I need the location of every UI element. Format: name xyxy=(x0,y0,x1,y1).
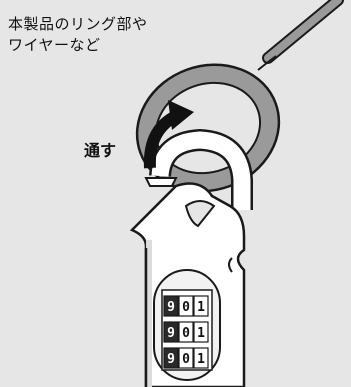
dial-digit: 0 xyxy=(182,300,190,315)
dial-digit: 0 xyxy=(182,352,190,367)
product-part-label: 本製品のリング部や ワイヤーなど xyxy=(8,14,148,56)
lock-shackle xyxy=(144,128,253,210)
product-ring xyxy=(135,55,281,193)
dial-digit: 9 xyxy=(167,352,175,367)
dial-cell xyxy=(178,295,194,317)
dial-digit: 1 xyxy=(197,326,205,341)
dial-digit: 1 xyxy=(197,352,205,367)
dial-cell xyxy=(193,295,209,317)
dial-cell xyxy=(178,347,194,369)
dial-cell xyxy=(163,347,179,369)
dial-cell xyxy=(193,347,209,369)
dial-digit: 9 xyxy=(167,326,175,341)
thread-arrow-icon xyxy=(143,100,194,169)
wire-cable xyxy=(262,0,344,64)
dial-cell xyxy=(178,321,194,343)
dial-cell xyxy=(193,321,209,343)
thread-through-label: 通す xyxy=(84,141,117,160)
product-part-label-line2: ワイヤーなど xyxy=(8,36,101,54)
dial-digit: 9 xyxy=(167,300,175,315)
dial-cell xyxy=(163,295,179,317)
product-part-label-line1: 本製品のリング部や xyxy=(8,15,148,33)
dial-cell xyxy=(163,321,179,343)
dial-digit: 1 xyxy=(197,300,205,315)
dial-digit: 0 xyxy=(182,326,190,341)
